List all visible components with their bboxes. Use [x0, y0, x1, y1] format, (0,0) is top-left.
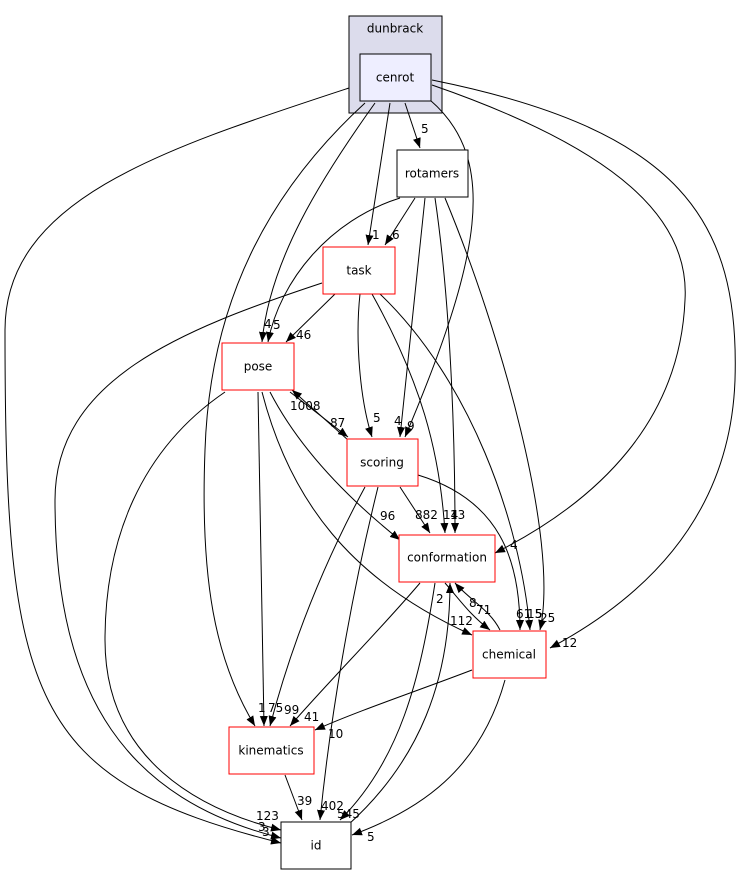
- edge-label: 5: [367, 830, 375, 844]
- edge-label: 96: [380, 509, 395, 523]
- edge-task-scoring: [357, 293, 373, 438]
- node-label: conformation: [407, 551, 487, 565]
- edge-rotamers-task: [384, 197, 416, 246]
- edge-pose-id: [104, 391, 282, 832]
- edge-id-conformation: [347, 582, 454, 826]
- edge-label: 4: [510, 538, 518, 552]
- edge-pose-conformation: [269, 391, 401, 541]
- node-label: scoring: [360, 456, 404, 470]
- edge-cenrot-id: [4, 87, 350, 845]
- edge-label: 5: [535, 607, 543, 621]
- edge-label: 2: [436, 592, 444, 606]
- edge-scoring-chemical: [417, 474, 524, 631]
- edge-task-conformation: [371, 293, 449, 534]
- edge-cenrot-chemical-outer: [431, 79, 736, 649]
- edge-cenrot-kinematics: [203, 102, 366, 727]
- edge-label: 4: [264, 317, 272, 331]
- edge-rotamers-scoring: [397, 197, 426, 438]
- edge-conformation-kinematics: [289, 582, 421, 727]
- edge-kinematics-id: [284, 774, 303, 821]
- node-label: chemical: [482, 648, 536, 662]
- edge-task-chemical: [379, 293, 534, 631]
- edge-chemical-kinematics: [314, 669, 473, 731]
- edge-label: 1008: [290, 399, 321, 413]
- node-task[interactable]: task: [322, 246, 396, 295]
- node-cenrot[interactable]: cenrot: [359, 53, 432, 102]
- edge-label: 8: [469, 596, 477, 610]
- edge-label: 10: [328, 727, 343, 741]
- edge-label: 3: [262, 825, 270, 839]
- edge-label: 5: [373, 411, 381, 425]
- edge-label: 14: [443, 508, 458, 522]
- edge-cenrot-scoring: [404, 99, 474, 438]
- node-conformation[interactable]: conformation: [398, 534, 496, 583]
- edge-label: 1: [258, 701, 266, 715]
- edge-rotamers-pose: [265, 197, 401, 343]
- edge-chemical-conformation: [454, 582, 501, 631]
- edge-label: 25: [540, 611, 555, 625]
- node-label: kinematics: [238, 744, 303, 758]
- edge-label: 6: [392, 228, 400, 242]
- node-label: pose: [244, 360, 273, 374]
- node-kinematics[interactable]: kinematics: [228, 726, 315, 775]
- node-scoring[interactable]: scoring: [346, 438, 419, 487]
- edge-label: 882: [415, 508, 438, 522]
- edge-label: 545: [337, 807, 360, 821]
- edge-cenrot-pose: [258, 102, 376, 343]
- edge-cenrot-rotamers: [404, 102, 421, 149]
- edge-label: 41: [304, 710, 319, 724]
- edge-label: 71: [476, 603, 491, 617]
- cluster-label: dunbrack: [367, 22, 423, 36]
- edge-label: 112: [450, 614, 473, 628]
- edge-labels: 5 1 6 4 5 46 87 1008 5 4 9 882 14 13 4 9…: [256, 122, 577, 844]
- edge-label: 4: [394, 414, 402, 428]
- node-id[interactable]: id: [280, 821, 352, 870]
- edge-cenrot-conformation: [431, 84, 686, 554]
- edge-label: 13: [450, 508, 465, 522]
- edge-scoring-id: [317, 486, 379, 821]
- edge-label: 75: [268, 701, 283, 715]
- edge-task-pose: [285, 293, 336, 343]
- edge-chemical-id: [351, 679, 506, 836]
- edge-scoring-kinematics: [268, 486, 366, 727]
- edge-label: 99: [284, 703, 299, 717]
- edge-pose-kinematics: [257, 391, 268, 727]
- edge-label: 123: [256, 809, 279, 823]
- edge-label: 5: [421, 122, 429, 136]
- edge-label: 9: [407, 419, 415, 433]
- node-rotamers[interactable]: rotamers: [396, 149, 469, 198]
- edge-label: 5: [273, 318, 281, 332]
- edge-pose-chemical: [261, 391, 473, 636]
- node-pose[interactable]: pose: [221, 342, 295, 391]
- edge-label: 87: [330, 416, 345, 430]
- edges: [4, 79, 736, 845]
- edge-cenrot-task: [365, 102, 391, 246]
- edge-rotamers-chemical: [444, 197, 547, 631]
- edge-label: 12: [562, 636, 577, 650]
- edge-label: 15: [527, 607, 542, 621]
- edge-label: 61: [516, 607, 531, 621]
- edge-task-id: [54, 282, 323, 840]
- edge-label: 402: [321, 799, 344, 813]
- edge-label: 46: [296, 328, 311, 342]
- edge-label: 39: [297, 794, 312, 808]
- edge-label: 3: [258, 820, 266, 834]
- node-label: cenrot: [376, 71, 415, 85]
- edge-label: 1: [372, 228, 380, 242]
- edge-scoring-pose: [291, 389, 349, 441]
- node-label: id: [311, 839, 322, 853]
- edge-scoring-conformation: [399, 486, 431, 534]
- node-label: task: [346, 264, 371, 278]
- node-chemical[interactable]: chemical: [472, 630, 547, 679]
- edge-conformation-id: [339, 582, 436, 821]
- node-label: rotamers: [405, 167, 459, 181]
